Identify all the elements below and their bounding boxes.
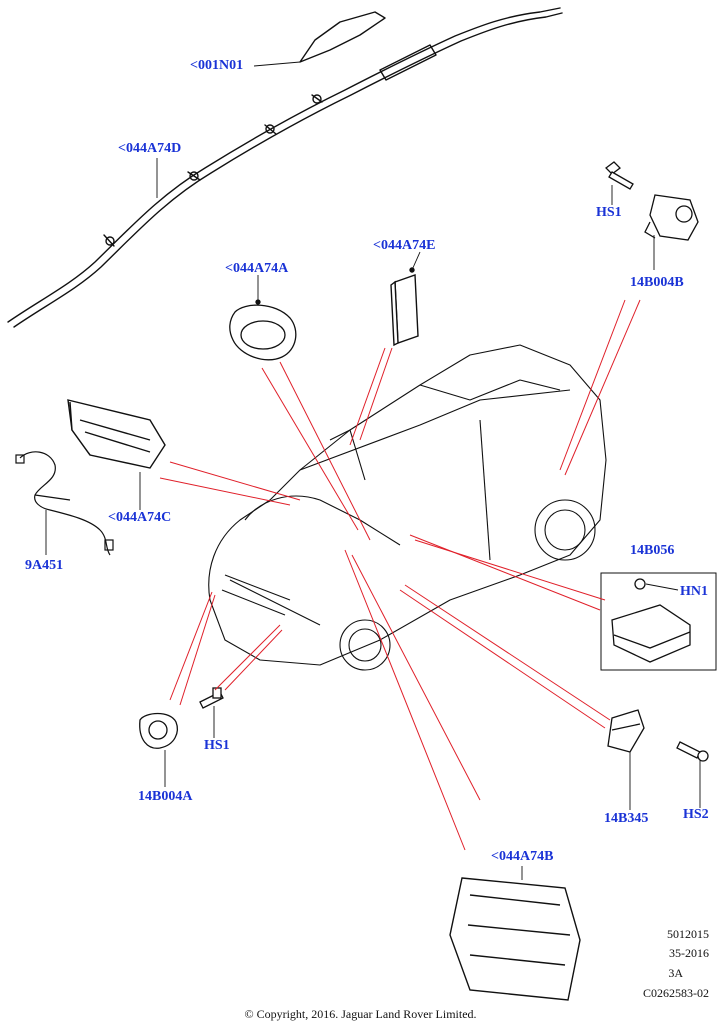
bolt-hs1-top-drawing [605, 161, 634, 190]
curtain-airbag-drawing [7, 7, 563, 328]
callout-044a74d: <044A74D [118, 141, 182, 156]
callout-hs1-bottom: HS1 [204, 738, 230, 753]
callout-14b004b: 14B004B [630, 275, 684, 290]
impact-sensor-14b004b-drawing [644, 194, 699, 241]
bolt-hs2-drawing [676, 741, 709, 762]
leader-lines [159, 299, 641, 851]
drawing-ref-line-4: C0262583-02 [643, 986, 709, 1000]
callout-14b004a: 14B004A [138, 789, 193, 804]
callout-hs1-top: HS1 [596, 205, 622, 220]
passenger-airbag-044a74c-drawing [67, 399, 166, 469]
sensor-14b345-drawing [607, 709, 645, 753]
callout-044a74a: <044A74A [225, 261, 289, 276]
callout-001n01: <001N01 [190, 58, 244, 73]
callout-14b345: 14B345 [604, 811, 649, 826]
callout-hn1: HN1 [680, 584, 708, 599]
copyright-notice: © Copyright, 2016. Jaguar Land Rover Lim… [244, 1007, 477, 1021]
bolt-hs1-bottom-drawing [199, 687, 224, 709]
drawing-ref-line-1: 5012015 [667, 927, 709, 941]
wiring-harness-9a451-drawing [15, 451, 114, 556]
pointer-lines [45, 61, 701, 880]
callout-14b056: 14B056 [630, 543, 675, 558]
drawing-ref-line-2: 35-2016 [669, 946, 709, 960]
driver-airbag-044a74a-drawing [229, 299, 297, 361]
drawing-ref-line-3: 3A [668, 966, 683, 980]
module-14b056-frame [600, 572, 717, 671]
callout-044a74e: <044A74E [373, 238, 436, 253]
knee-airbag-044a74b-drawing [449, 877, 581, 1001]
vehicle-outline-drawing [208, 344, 607, 671]
callout-044a74c: <044A74C [108, 510, 172, 525]
callout-044a74b: <044A74B [491, 849, 554, 864]
impact-sensor-14b004a-drawing [139, 712, 178, 749]
callout-hs2: HS2 [683, 807, 709, 822]
restraints-module-14b056-drawing [611, 578, 691, 663]
knee-airbag-044a74e-drawing [390, 267, 419, 347]
callout-9a451: 9A451 [25, 558, 64, 573]
